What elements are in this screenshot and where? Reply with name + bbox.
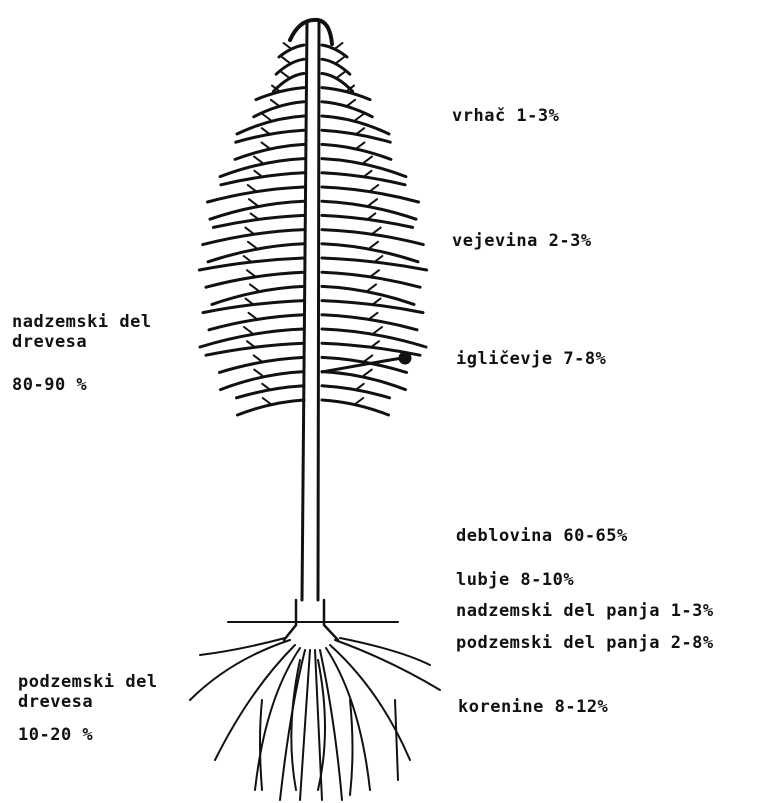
- branch: [206, 343, 304, 355]
- twig: [355, 398, 363, 404]
- root: [330, 645, 410, 760]
- twig: [364, 157, 372, 163]
- branch: [236, 130, 304, 142]
- twig: [364, 355, 372, 361]
- branch: [322, 215, 413, 227]
- twig: [262, 114, 270, 120]
- trunk-left: [302, 22, 307, 600]
- trunk-right: [318, 22, 319, 600]
- label-below-ground-title2: drevesa: [18, 694, 93, 711]
- branch: [322, 173, 405, 185]
- branch: [322, 130, 390, 142]
- twig: [336, 57, 344, 63]
- twig: [368, 284, 376, 290]
- branch: [322, 102, 372, 117]
- branch: [322, 386, 390, 398]
- long-branch: [322, 358, 402, 372]
- branch: [322, 144, 391, 159]
- twig: [356, 384, 364, 390]
- twig: [364, 370, 372, 376]
- stump: [284, 600, 338, 640]
- branch-knob: [400, 353, 410, 363]
- twig: [369, 199, 377, 205]
- twig: [356, 142, 364, 148]
- label-branches: vejevina 2-3%: [452, 233, 592, 250]
- twig: [262, 142, 270, 148]
- twig: [262, 384, 270, 390]
- branch: [279, 45, 304, 57]
- twig: [244, 327, 252, 333]
- label-stump-below: podzemski del panja 2-8%: [456, 635, 714, 652]
- label-below-ground-pct: 10-20 %: [18, 727, 93, 744]
- twig: [263, 398, 271, 404]
- label-below-ground-title: podzemski del: [18, 674, 158, 691]
- branch: [206, 272, 304, 287]
- twig: [281, 71, 289, 77]
- twig: [371, 270, 379, 276]
- twig: [250, 284, 258, 290]
- twig: [248, 185, 256, 191]
- branch: [219, 357, 304, 372]
- root: [215, 645, 295, 760]
- twig: [247, 270, 255, 276]
- twig: [335, 43, 343, 49]
- crown-top: [290, 20, 332, 44]
- label-above-ground-title2: drevesa: [12, 334, 87, 351]
- branch: [322, 230, 423, 245]
- twig: [271, 100, 279, 106]
- twig: [284, 43, 292, 49]
- label-above-ground-pct: 80-90 %: [12, 377, 87, 394]
- twig: [370, 313, 378, 319]
- roots: [190, 638, 440, 800]
- twig: [374, 327, 382, 333]
- twig: [254, 157, 262, 163]
- label-bark: lubje 8-10%: [456, 572, 574, 589]
- twig: [254, 370, 262, 376]
- twig: [248, 242, 256, 248]
- branch: [322, 187, 419, 202]
- twig: [282, 57, 290, 63]
- twig: [356, 114, 364, 120]
- root: [395, 700, 398, 780]
- branch: [254, 102, 304, 117]
- label-roots: korenine 8-12%: [458, 699, 608, 716]
- twig: [262, 128, 270, 134]
- branch: [236, 386, 304, 398]
- branches: [199, 43, 426, 415]
- branch: [221, 173, 304, 185]
- twig: [356, 128, 364, 134]
- branch: [322, 45, 347, 57]
- branch: [322, 88, 370, 100]
- branch: [203, 230, 304, 245]
- label-needles: igličevje 7-8%: [456, 351, 606, 368]
- root: [350, 700, 353, 795]
- twig: [248, 313, 256, 319]
- label-top: vrhač 1-3%: [452, 108, 559, 125]
- twig: [249, 199, 257, 205]
- branch: [322, 400, 389, 415]
- label-stemwood: deblovina 60-65%: [456, 528, 628, 545]
- label-above-ground-title: nadzemski del: [12, 314, 152, 331]
- root: [300, 650, 310, 800]
- branch: [209, 315, 304, 330]
- twig: [245, 228, 253, 234]
- twig: [347, 100, 355, 106]
- twig: [373, 228, 381, 234]
- branch: [235, 144, 304, 159]
- branch: [207, 187, 304, 202]
- branch: [213, 215, 304, 227]
- branch: [322, 315, 417, 330]
- twig: [254, 355, 262, 361]
- twig: [370, 185, 378, 191]
- twig: [337, 71, 345, 77]
- label-stump-above: nadzemski del panja 1-3%: [456, 603, 714, 620]
- branch: [237, 400, 304, 415]
- twig: [370, 242, 378, 248]
- branch: [322, 272, 420, 287]
- branch: [256, 88, 304, 100]
